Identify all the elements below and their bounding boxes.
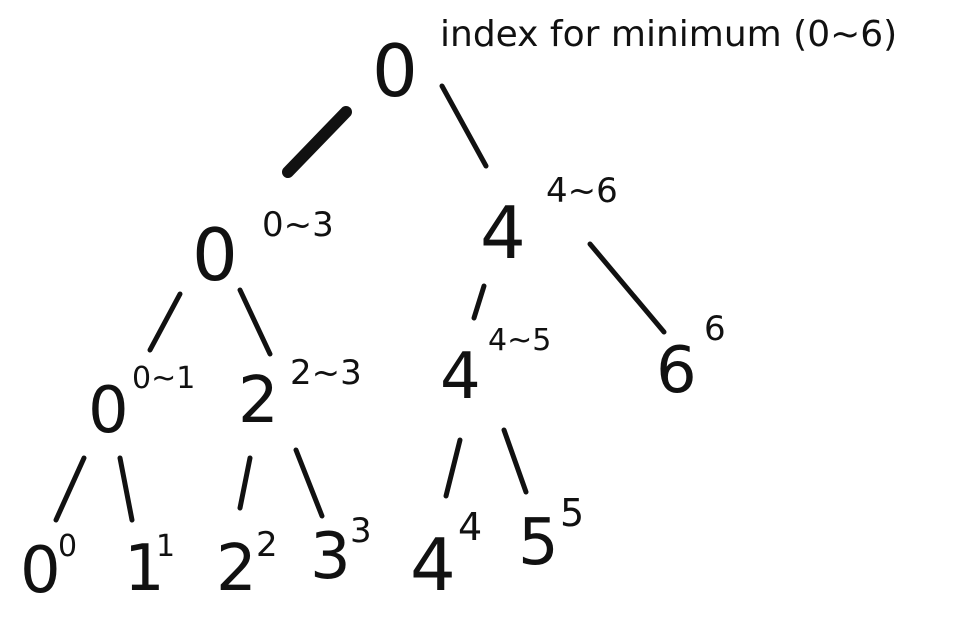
edge-r-rr [587, 241, 667, 335]
node-lrl-value: 2 [216, 532, 257, 606]
node-lrl: 2 2 [216, 525, 278, 606]
node-rl: 4 4~5 [440, 323, 551, 414]
node-rll-value: 4 [410, 523, 456, 607]
edge-ll-llr [117, 455, 135, 523]
edge-rl-rlr [501, 427, 529, 495]
node-rll: 4 4 [410, 505, 482, 607]
node-l-range: 0~3 [262, 205, 334, 245]
node-l: 0 0~3 [192, 205, 334, 297]
node-rl-range: 4~5 [488, 323, 551, 358]
edge-lr-lrl [237, 455, 253, 511]
node-rlr-range: 5 [560, 491, 584, 535]
node-r-range: 4~6 [546, 171, 618, 211]
node-lrr-value: 3 [310, 520, 351, 594]
edge-lr-lrr [293, 447, 325, 519]
node-lrr-range: 3 [350, 511, 372, 551]
node-llr: 1 1 [124, 529, 175, 606]
node-llr-range: 1 [156, 529, 175, 564]
node-rll-range: 4 [458, 505, 482, 549]
node-rr: 6 6 [656, 309, 726, 408]
node-ll-value: 0 [88, 374, 129, 448]
node-lrl-range: 2 [256, 525, 278, 565]
node-rl-value: 4 [440, 340, 481, 414]
edge-l-ll [147, 291, 183, 353]
node-ll-range: 0~1 [132, 361, 195, 396]
node-lll: 0 0 [20, 529, 77, 608]
node-lll-range: 0 [58, 529, 77, 564]
node-lrr: 3 3 [310, 511, 372, 594]
tree-edges [53, 83, 667, 523]
node-lr: 2 2~3 [238, 353, 362, 438]
node-lll-value: 0 [20, 534, 61, 608]
node-root-value: 0 [372, 29, 418, 113]
node-root: 0 [372, 29, 418, 113]
node-l-value: 0 [192, 213, 238, 297]
node-r-value: 4 [480, 191, 526, 275]
node-rlr: 5 5 [518, 491, 584, 580]
edge-r-rl [471, 283, 487, 321]
node-r: 4 4~6 [480, 171, 618, 275]
edge-rl-rll [443, 437, 463, 499]
edge-root-left [282, 106, 352, 178]
node-ll: 0 0~1 [88, 361, 195, 448]
edge-root-right [439, 83, 489, 169]
node-rr-range: 6 [704, 309, 726, 349]
tree-nodes: 0 0 0~3 4 4~6 0 0~1 2 2~3 4 4~5 [20, 29, 726, 608]
node-rr-value: 6 [656, 334, 697, 408]
edge-l-lr [237, 287, 273, 357]
node-lr-range: 2~3 [290, 353, 362, 393]
edge-ll-lll [53, 455, 87, 523]
node-rlr-value: 5 [518, 506, 559, 580]
node-llr-value: 1 [124, 532, 165, 606]
diagram-title: index for minimum (0~6) [440, 14, 897, 55]
node-lr-value: 2 [238, 364, 279, 438]
